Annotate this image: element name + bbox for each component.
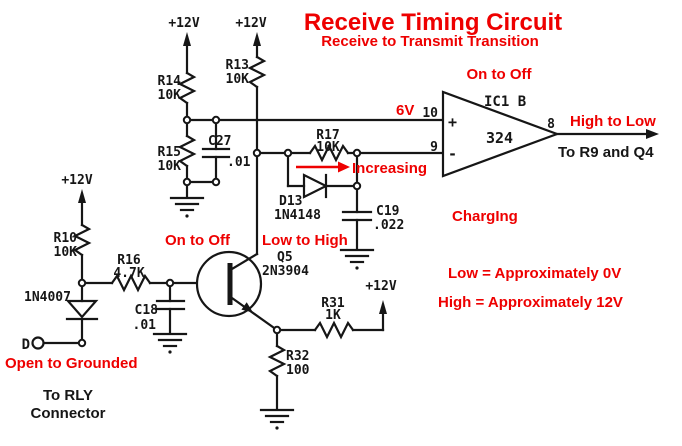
label-r17-ref: R17 <box>316 128 339 143</box>
resistor-r17 <box>308 143 350 163</box>
ground-c18 <box>152 332 188 354</box>
annotation-low-note: Low = Approximately 0V <box>448 265 621 282</box>
resistor-r15 <box>177 134 197 168</box>
label-324: 324 <box>486 129 513 147</box>
note-rly-line2: Connector <box>31 405 106 422</box>
label-r17-value: 10K <box>316 140 340 155</box>
power-arrow-r31 <box>379 300 387 314</box>
d-terminal-circle <box>31 336 45 350</box>
label-r32-ref: R32 <box>286 349 309 364</box>
page-title: Receive Timing Circuit <box>304 9 562 36</box>
annotation-input-state: Open to Grounded <box>5 355 138 372</box>
d-terminal-label: D <box>22 337 30 353</box>
label-1n4007: 1N4007 <box>24 290 71 305</box>
emitter-arrow <box>241 302 253 313</box>
label-r14-value: 10K <box>158 88 182 103</box>
output-arrowhead <box>646 129 659 139</box>
power-arrow-r14 <box>183 32 191 46</box>
label-r10-value: 10K <box>54 245 78 260</box>
annotation-output-state: High to Low <box>570 113 656 130</box>
opamp-plus-sign: + <box>448 113 457 131</box>
resistor-r16 <box>110 273 152 293</box>
power-arrow-r10 <box>78 189 86 203</box>
wires <box>42 40 445 410</box>
annotation-q5-state: On to Off <box>165 232 231 249</box>
label-r10-ref: R10 <box>54 231 78 246</box>
resistor-r10 <box>72 223 92 257</box>
label-r31-value: 1K <box>325 308 341 323</box>
annotation-6v: 6V <box>396 102 414 119</box>
capacitor-c27 <box>201 147 231 159</box>
pin-9: 9 <box>430 140 438 155</box>
pin-10: 10 <box>422 106 438 121</box>
annotation-opamp-state: On to Off <box>467 66 533 83</box>
increasing-arrow <box>296 161 350 173</box>
diode-1n4007 <box>65 299 99 321</box>
label-r15-value: 10K <box>158 159 182 174</box>
annotation-high-note: High = Approximately 12V <box>438 294 623 311</box>
label-r14-ref: R14 <box>158 74 182 89</box>
resistor-r32 <box>267 344 287 378</box>
ground-c19 <box>339 248 375 270</box>
power-label-r13: +12V <box>235 16 266 31</box>
power-label-r14: +12V <box>168 16 199 31</box>
label-ic1b: IC1 B <box>484 94 526 110</box>
label-c19-ref: C19 <box>376 204 399 219</box>
resistor-r31 <box>313 320 355 340</box>
label-r13-ref: R13 <box>226 58 249 73</box>
annotation-base-state: Low to High <box>262 232 348 249</box>
power-label-r10: +12V <box>61 173 92 188</box>
capacitor-c19 <box>341 210 373 222</box>
label-c18-value: .01 <box>133 318 157 333</box>
label-r15-ref: R15 <box>158 145 181 160</box>
ground-r15 <box>169 196 205 218</box>
label-c27-ref: C27 <box>208 134 231 149</box>
transistor-q5 <box>195 250 279 332</box>
page-subtitle: Receive to Transmit Transition <box>321 33 539 50</box>
opamp-minus-sign: - <box>448 145 457 163</box>
opamp-ic1b <box>441 90 659 178</box>
label-r13-value: 10K <box>226 72 250 87</box>
diode-d13 <box>302 173 329 199</box>
resistor-r13 <box>247 55 267 89</box>
label-d13-ref: D13 <box>279 194 302 209</box>
power-arrow-r13 <box>253 32 261 46</box>
label-r16-value: 4.7K <box>113 266 144 281</box>
ground-r32 <box>259 408 295 430</box>
label-r16-ref: R16 <box>117 253 141 268</box>
resistor-r14 <box>177 71 197 105</box>
label-q5-ref: Q5 <box>277 250 293 265</box>
annotation-increasing: Increasing <box>352 160 427 177</box>
label-c19-value: .022 <box>373 218 404 233</box>
label-q5-value: 2N3904 <box>262 264 309 279</box>
label-c18-ref: C18 <box>135 303 159 318</box>
note-output-dest: To R9 and Q4 <box>558 144 654 161</box>
pin-8: 8 <box>547 117 555 132</box>
junction-dots <box>77 115 362 348</box>
note-rly-line1: To RLY <box>43 387 93 404</box>
power-label-r31: +12V <box>365 279 396 294</box>
capacitor-c18 <box>155 299 186 311</box>
label-d13-value: 1N4148 <box>274 208 321 223</box>
label-r31-ref: R31 <box>321 296 345 311</box>
label-c27-value: .01 <box>227 155 251 170</box>
label-r32-value: 100 <box>286 363 310 378</box>
annotation-charging: ChargIng <box>452 208 518 225</box>
